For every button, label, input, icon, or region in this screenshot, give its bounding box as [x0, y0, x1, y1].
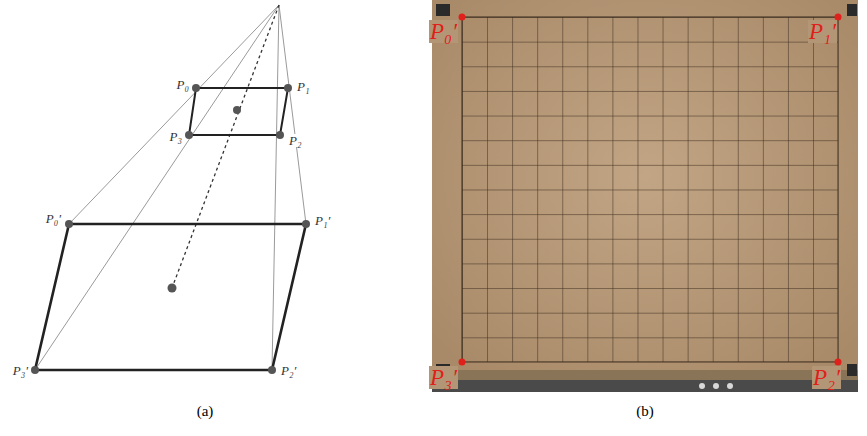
projection-ray [69, 5, 279, 224]
corner-label: P₀′ [429, 20, 458, 43]
point-label: P₁ [296, 80, 310, 93]
projection-drawing [31, 5, 310, 374]
corner-dots [31, 84, 310, 374]
corner-points [459, 14, 842, 366]
point-label: P₁′ [314, 214, 331, 227]
projection-ray [35, 5, 279, 370]
image-plane [189, 88, 288, 135]
corner-label: P₂′ [812, 366, 841, 389]
subfigure-label: (a) [197, 404, 214, 419]
point-label: P₀′ [45, 212, 62, 225]
point-label: P₃ [169, 130, 183, 143]
world-plane [35, 224, 306, 370]
point-label: P₂′ [280, 364, 297, 377]
point-label: P₃′ [12, 364, 29, 377]
subfigure-label: (b) [636, 404, 654, 419]
point-label: P₀ [176, 78, 190, 91]
corner-markers [436, 4, 857, 376]
corner-label: P₃′ [429, 366, 458, 389]
corner-label: P₁′ [808, 20, 837, 43]
point-label: P₂ [288, 134, 302, 147]
optical-axis [172, 5, 279, 288]
projection-ray [272, 5, 279, 370]
board-photo [432, 0, 858, 392]
